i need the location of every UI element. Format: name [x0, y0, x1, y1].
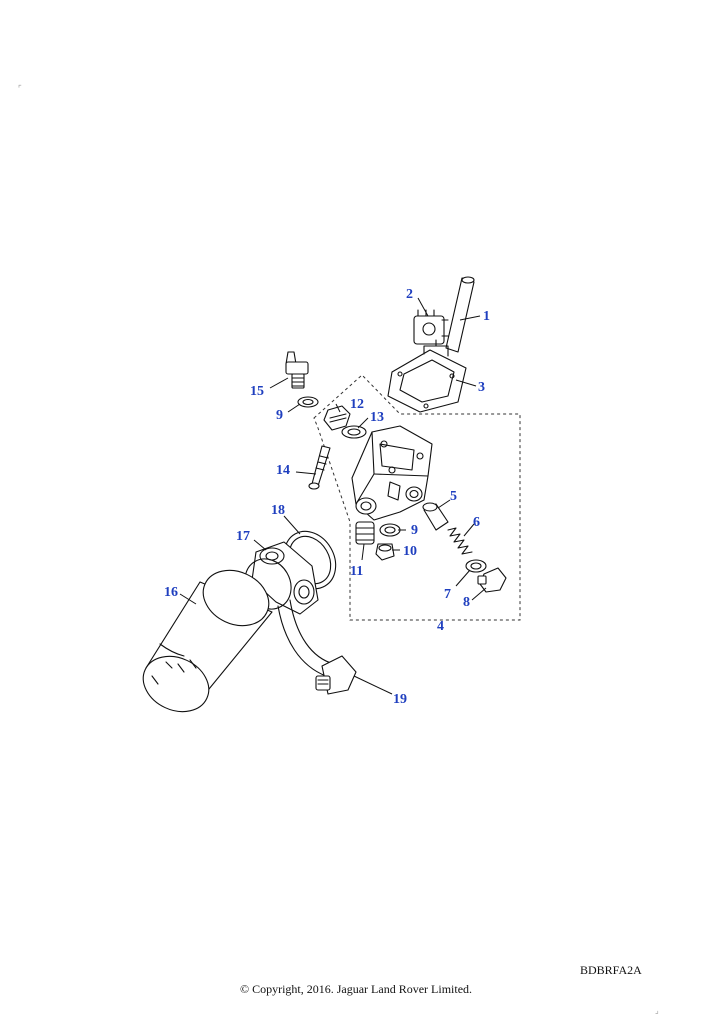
callout-17: 17	[236, 529, 250, 544]
callout-12: 12	[350, 397, 364, 412]
part-washer-13	[341, 425, 367, 439]
callout-9-lower: 9	[411, 523, 418, 538]
oil-hose	[277, 599, 335, 677]
corner-mark-bottom-right: ⌟	[655, 1006, 659, 1015]
callout-4: 4	[437, 619, 444, 634]
callout-19: 19	[393, 692, 407, 707]
callout-13: 13	[370, 410, 384, 425]
callout-8: 8	[463, 595, 470, 610]
callout-5: 5	[450, 489, 457, 504]
callout-18: 18	[271, 503, 285, 518]
corner-mark-top-left: ⌜	[18, 84, 22, 93]
callout-11: 11	[350, 564, 363, 579]
part-pump-gear	[413, 309, 449, 345]
callout-15: 15	[250, 384, 264, 399]
part-washer-upper	[297, 396, 319, 408]
part-gasket	[387, 339, 467, 413]
illustration-code: BDBRFA2A	[580, 963, 642, 977]
copyright-notice: © Copyright, 2016. Jaguar Land Rover Lim…	[239, 982, 473, 996]
callout-14: 14	[276, 463, 290, 478]
callout-labels: 1 2 4 3 5 6 7 8 9 9 10 11 12 13 14 15 16…	[164, 287, 490, 707]
callout-10: 10	[403, 544, 417, 559]
callout-1: 1	[483, 309, 490, 324]
part-relief-plug	[375, 543, 395, 561]
part-plug-8	[477, 567, 507, 593]
part-spring	[447, 527, 473, 555]
part-washer-7	[465, 559, 487, 573]
part-bolt	[308, 445, 331, 490]
callout-2: 2	[406, 287, 413, 302]
callout-9-upper: 9	[276, 408, 283, 423]
part-fitting-11	[355, 521, 375, 545]
callout-7: 7	[444, 587, 451, 602]
part-pressure-switch	[285, 351, 309, 389]
callout-6: 6	[473, 515, 480, 530]
part-union	[315, 655, 357, 695]
part-relief-valve	[422, 502, 449, 531]
part-plug	[323, 405, 351, 431]
callout-16: 16	[164, 585, 178, 600]
leader-lines	[179, 297, 487, 695]
part-washer-lower	[379, 523, 401, 537]
part-oil-filter	[142, 569, 273, 713]
assembly-boundary	[313, 374, 521, 621]
part-pump-body	[351, 425, 433, 521]
part-pickup-tube	[445, 276, 475, 353]
callout-3: 3	[478, 380, 485, 395]
